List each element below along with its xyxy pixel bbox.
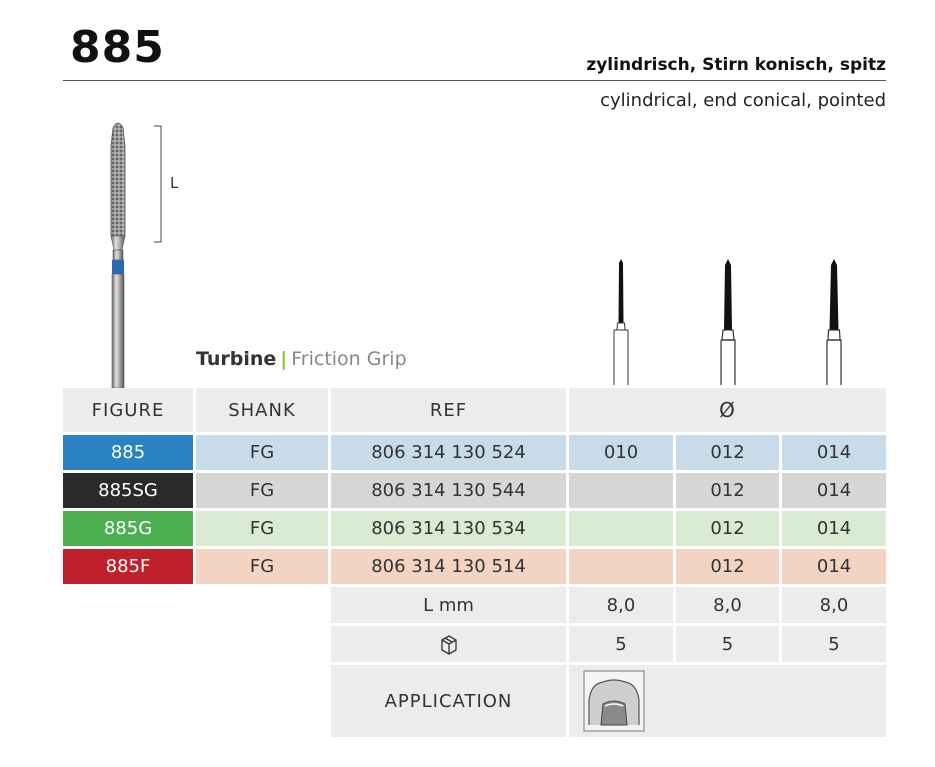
- figure-cell: 885G: [63, 511, 193, 546]
- shank-cell: FG: [196, 473, 328, 508]
- length-value-cell: 8,0: [569, 587, 673, 623]
- figure-cell: 885SG: [63, 473, 193, 508]
- shank-cell: FG: [196, 511, 328, 546]
- shank-cell: FG: [196, 435, 328, 470]
- application-label: APPLICATION: [331, 665, 566, 737]
- length-bracket-icon: [154, 125, 162, 243]
- diameter-012-cell: 012: [676, 549, 779, 584]
- tip-014-icon: [826, 259, 842, 385]
- diameter-014-cell: 014: [782, 549, 886, 584]
- diameter-012-cell: 012: [676, 435, 779, 470]
- title-divider: [63, 80, 886, 81]
- header-ref: REF: [331, 388, 566, 432]
- figure-cell: 885: [63, 435, 193, 470]
- application-icons: [569, 665, 886, 737]
- diameter-010-cell: 010: [569, 435, 673, 470]
- shank-cell: FG: [196, 549, 328, 584]
- ref-cell: 806 314 130 534: [331, 511, 566, 546]
- shank-type-bold: Turbine: [196, 348, 277, 370]
- figure-cell: 885F: [63, 549, 193, 584]
- subtitle-english: cylindrical, end conical, pointed: [600, 90, 886, 111]
- tooth-crown-preparation-icon: [583, 670, 645, 732]
- length-value-cell: 8,0: [782, 587, 886, 623]
- header-figure: FIGURE: [63, 388, 193, 432]
- diameter-014-cell: 014: [782, 473, 886, 508]
- header-shank: SHANK: [196, 388, 328, 432]
- shank-type-separator: |: [280, 348, 288, 370]
- ref-cell: 806 314 130 524: [331, 435, 566, 470]
- ref-cell: 806 314 130 514: [331, 549, 566, 584]
- diameter-010-cell: [569, 549, 673, 584]
- diameter-012-cell: 012: [676, 511, 779, 546]
- package-icon: [440, 635, 457, 655]
- pack-row-label: [331, 626, 566, 662]
- diameter-012-cell: 012: [676, 473, 779, 508]
- color-ring-icon: [112, 260, 124, 274]
- diameter-014-cell: 014: [782, 435, 886, 470]
- shank-type-label: Turbine|Friction Grip: [196, 348, 407, 370]
- length-row-label: L mm: [331, 587, 566, 623]
- page-title: 885: [70, 22, 165, 73]
- tip-010-icon: [613, 259, 629, 385]
- length-label: L: [170, 174, 179, 192]
- ref-cell: 806 314 130 544: [331, 473, 566, 508]
- subtitle-german: zylindrisch, Stirn konisch, spitz: [586, 55, 886, 75]
- diameter-010-cell: [569, 473, 673, 508]
- tip-012-icon: [720, 259, 736, 385]
- length-value-cell: 8,0: [676, 587, 779, 623]
- bur-illustration: [110, 122, 126, 388]
- pack-value-cell: 5: [676, 626, 779, 662]
- bur-tips-illustration: [613, 259, 842, 385]
- pack-value-cell: 5: [782, 626, 886, 662]
- diameter-010-cell: [569, 511, 673, 546]
- pack-value-cell: 5: [569, 626, 673, 662]
- shank-type-light: Friction Grip: [291, 348, 407, 370]
- diameter-014-cell: 014: [782, 511, 886, 546]
- header-diameter: Ø: [569, 388, 886, 432]
